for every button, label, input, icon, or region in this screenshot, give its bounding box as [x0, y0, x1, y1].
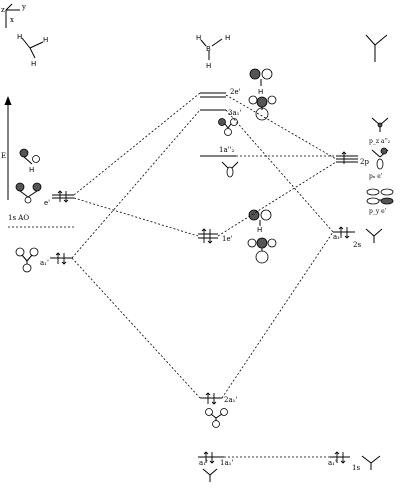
py-label: p_y e'	[369, 208, 387, 215]
boron-1s-level: a₁' 1s	[328, 451, 360, 472]
axis-y-label: y	[21, 3, 26, 11]
boron-2s-orbital-label: a₁'	[333, 233, 342, 241]
left-h3-a1-orbital-sketch	[15, 247, 39, 273]
mo-2e-orbital-sketch-1: H	[249, 68, 273, 96]
mo-1e-label: 1e'	[222, 235, 233, 243]
mo-3a1-level: 3a₁'	[200, 109, 241, 117]
mo-2a1-orbital-sketch	[205, 408, 228, 428]
axis-corner: z y x	[1, 3, 26, 28]
mo-2e-level: 2e'	[200, 88, 241, 98]
h3-atom-h3: H	[31, 60, 36, 68]
mo-1a2-label: 1a''₂	[219, 146, 234, 154]
boron-s-orbital-sketch	[365, 228, 383, 243]
mo-1e-h-label: H	[257, 226, 262, 234]
bh3-molecule-sketch: B H H H	[196, 34, 230, 70]
boron-1s-label: 1s	[352, 464, 360, 472]
left-h3-e-orbital-sketch-1: H	[19, 148, 40, 174]
left-h3-e-orbital-sketch-2	[15, 182, 42, 204]
energy-axis: E	[1, 96, 12, 200]
mo-2e-h-label: H	[258, 88, 263, 96]
correlation-lines	[71, 92, 337, 458]
px-label: pₓ e'	[369, 173, 383, 180]
boron-2p-levels: 2p	[336, 151, 369, 166]
mo-1e-orbital-sketch-1: H	[248, 209, 272, 234]
h3-molecule-sketch: H H H	[17, 33, 48, 68]
mo-1a2-orbital-sketch	[221, 161, 239, 178]
mo-1e-level: 1e'	[198, 228, 233, 244]
mo-1a1-orbital-sketch	[202, 468, 218, 482]
mo-2a1-level: 2a₁'	[200, 392, 237, 405]
pz-orbital-sketch: p_z a''₂	[369, 117, 391, 145]
mo-2e-orbital-sketch-2	[248, 95, 277, 121]
boron-2s-level: a₁' 2s	[333, 226, 361, 249]
mo-1a1-level: a₁' 1a₁'	[198, 451, 233, 467]
pz-label: p_z a''₂	[369, 138, 391, 145]
mo-2e-label: 2e'	[230, 88, 241, 96]
boron-2s-label: 2s	[353, 241, 361, 249]
axis-x-label: x	[10, 16, 14, 24]
boron-core-orbital-sketch	[361, 455, 381, 470]
boron-2p-label: 2p	[360, 158, 369, 166]
mo-2a1-label: 2a₁'	[224, 396, 237, 404]
boron-trigonal-sketch	[365, 34, 388, 62]
energy-axis-label: E	[1, 152, 6, 160]
mo-1e-orbital-sketch-2	[247, 237, 277, 264]
axis-z-label: z	[1, 6, 5, 14]
left-e-label: e'	[44, 199, 50, 207]
mo-3a1-orbital-sketch	[218, 118, 238, 136]
mo-1a1-label: 1a₁'	[220, 459, 233, 467]
mo-3a1-label: 3a₁'	[228, 109, 241, 117]
bh3-atom-h1: H	[196, 34, 201, 42]
left-orbital-h-label: H	[29, 166, 34, 174]
energy-arrow-icon	[4, 96, 12, 105]
bh3-atom-h3: H	[206, 62, 211, 70]
core-right-label: a₁'	[328, 459, 337, 467]
left-e-level: e'	[44, 190, 74, 207]
mo-1a2-level: 1a''₂	[200, 146, 236, 157]
bh3-atom-b: B	[206, 45, 211, 53]
core-left-label: a₁'	[199, 459, 208, 467]
left-a1-level: a₁'	[40, 252, 72, 267]
px-orbital-sketch: pₓ e'	[369, 147, 389, 180]
h3-atom-h1: H	[17, 33, 22, 41]
bh3-atom-h2: H	[225, 34, 230, 42]
py-orbital-sketch: p_y e'	[366, 188, 394, 215]
h3-atom-h2: H	[43, 36, 48, 44]
left-a1-label: a₁'	[40, 259, 49, 267]
ao-label: 1s AO	[8, 214, 29, 222]
